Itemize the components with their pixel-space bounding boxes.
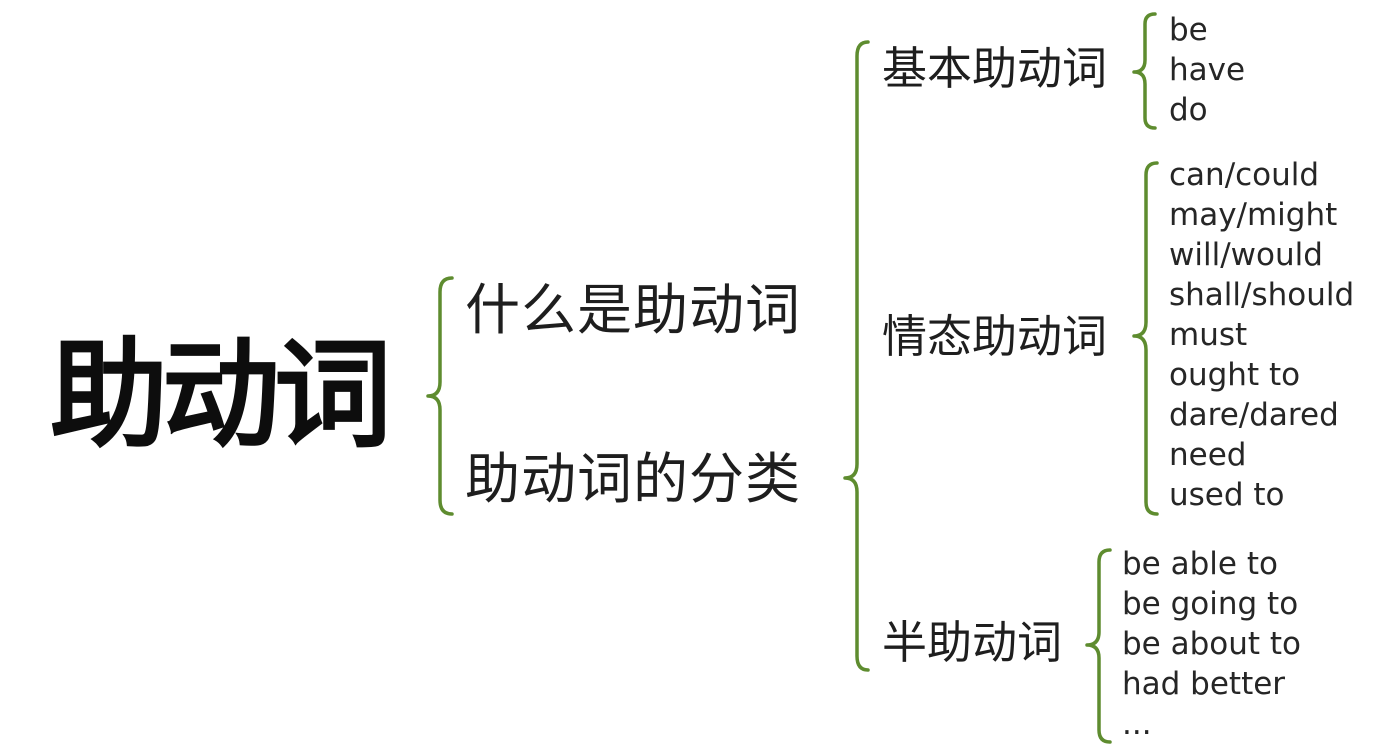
leaf-item: may/might [1169, 197, 1338, 233]
leaf-item: be able to [1122, 546, 1278, 582]
node-classification: 助动词的分类 [465, 447, 802, 511]
node-what-is: 什么是助动词 [465, 278, 802, 342]
leaf-item: dare/dared [1169, 397, 1339, 433]
leaf-item: can/could [1169, 157, 1320, 193]
brace-basic [1132, 12, 1157, 130]
brace-classification [843, 40, 870, 672]
leaf-item: used to [1169, 477, 1285, 513]
leaf-item: be going to [1122, 586, 1299, 622]
leaf-item: had better [1122, 666, 1286, 702]
brace-modal [1132, 161, 1159, 516]
leaf-item: ought to [1169, 357, 1301, 393]
leaf-item: will/would [1169, 237, 1323, 273]
leaf-item: shall/should [1169, 277, 1355, 313]
root-title: 助动词 [50, 325, 392, 464]
modal-items-list: can/could may/might will/would shall/sho… [1169, 155, 1354, 515]
brace-root [426, 276, 454, 516]
leaf-item: need [1169, 437, 1247, 473]
category-basic-label: 基本助动词 [882, 42, 1108, 95]
leaf-item: do [1169, 92, 1208, 128]
basic-items-list: be have do [1169, 10, 1245, 130]
leaf-item: ... [1122, 706, 1152, 742]
leaf-item: be about to [1122, 626, 1302, 662]
brace-semi [1085, 548, 1112, 744]
semi-items-list: be able to be going to be about to had b… [1122, 544, 1301, 744]
leaf-item: have [1169, 52, 1246, 88]
category-modal-label: 情态助动词 [882, 310, 1108, 363]
category-semi-label: 半助动词 [882, 616, 1063, 669]
leaf-item: must [1169, 317, 1248, 353]
leaf-item: be [1169, 12, 1208, 48]
